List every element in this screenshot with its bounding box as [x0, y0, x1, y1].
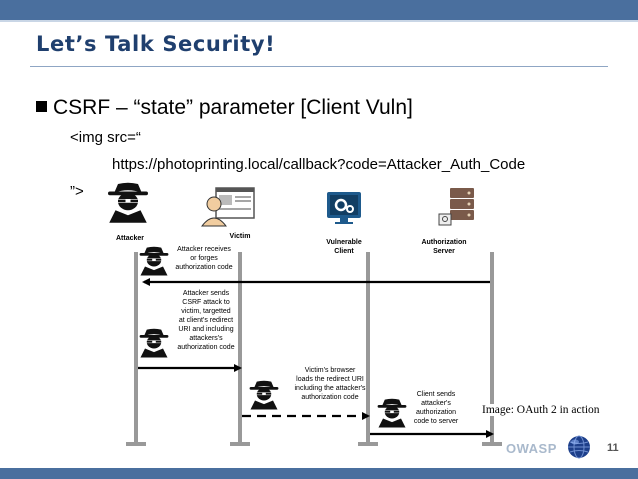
spy-icon — [139, 328, 169, 358]
victim-icon — [200, 187, 255, 227]
step-3-line: including the attacker's — [295, 385, 366, 392]
slide-title: Let’s Talk Security! — [36, 32, 276, 56]
oauth-csrf-sequence-diagram: Attacker Victim Vulnerable Client Author… — [108, 182, 502, 446]
step-1-text: Attacker receives or forges authorizatio… — [175, 246, 232, 271]
lifeline-foot-server — [482, 442, 502, 446]
actor-label-server-2: Server — [433, 248, 455, 255]
code-line-2: https://photoprinting.local/callback?cod… — [112, 156, 526, 173]
step-4-text: Client sends attacker's authorization co… — [414, 391, 459, 425]
step-3-line: Victim's browser — [305, 367, 356, 374]
step-4-line: Client sends — [417, 391, 456, 398]
actor-label-client-1: Vulnerable — [326, 239, 362, 246]
code-line-3: ”> — [70, 183, 84, 200]
step-2-line: at client's redirect — [179, 317, 233, 324]
spy-icon — [377, 398, 407, 428]
step-2-text: Attacker sends CSRF attack to victim, ta… — [177, 290, 234, 351]
footer-brand: OWASP — [506, 441, 557, 456]
step-1-line: Attacker receives — [177, 246, 231, 253]
spy-icon — [139, 246, 169, 276]
step-4-line: code to server — [414, 418, 459, 425]
bullet-item: CSRF – “state” parameter [Client Vuln] — [36, 96, 413, 120]
title-rule — [30, 66, 608, 67]
server-icon — [438, 188, 474, 226]
top-bar — [0, 0, 638, 20]
step-3-line: loads the redirect URI — [296, 376, 364, 383]
spy-icon — [108, 182, 148, 223]
bullet-text: CSRF – “state” parameter [Client Vuln] — [53, 96, 413, 119]
code-line-1: <img src=“ — [70, 129, 141, 146]
step-1-line: authorization code — [175, 264, 232, 271]
step-2-line: attackers's — [189, 335, 223, 342]
step-2-line: Attacker sends — [183, 290, 230, 297]
bottom-bar — [0, 468, 638, 479]
step-1-line: or forges — [190, 255, 218, 262]
bullet-square-icon — [36, 101, 47, 112]
step-2-line: URI and including — [178, 326, 233, 333]
actor-label-attacker: Attacker — [116, 235, 144, 242]
step-4-line: authorization — [416, 409, 456, 416]
step-2-line: victim, targetted — [181, 308, 231, 315]
lifeline-foot-victim — [230, 442, 250, 446]
top-bar-accent — [0, 20, 638, 22]
step-4-line: attacker's — [421, 400, 451, 407]
page-number: 11 — [607, 442, 619, 454]
lifeline-foot-client — [358, 442, 378, 446]
step-3-text: Victim's browser loads the redirect URI … — [295, 367, 366, 401]
monitor-gear-icon — [327, 192, 361, 224]
lifeline-foot-attacker — [126, 442, 146, 446]
actor-label-server-1: Authorization — [421, 239, 466, 246]
step-3-line: authorization code — [301, 394, 358, 401]
step-2-line: authorization code — [177, 344, 234, 351]
image-credit: Image: OAuth 2 in action — [482, 404, 600, 416]
spy-icon — [249, 380, 279, 410]
globe-icon — [568, 435, 590, 459]
actor-label-client-2: Client — [334, 248, 354, 255]
actor-label-victim: Victim — [230, 233, 251, 240]
step-2-line: CSRF attack to — [182, 299, 230, 306]
